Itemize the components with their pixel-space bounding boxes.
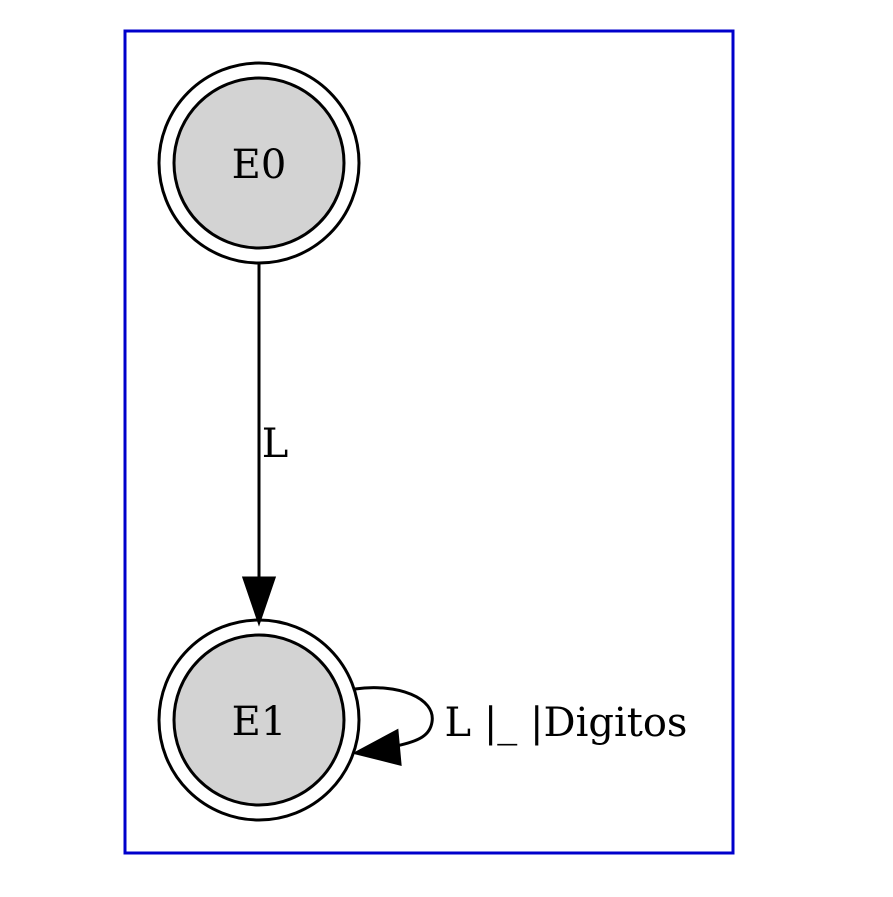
state-e0-label: E0 xyxy=(232,142,287,188)
state-node-e0: E0 xyxy=(157,61,361,265)
state-e1-inner-circle xyxy=(172,633,346,807)
transition-e1-e1-self-loop: L |_ |Digitos xyxy=(351,686,688,766)
state-e1-label: E1 xyxy=(232,699,287,745)
transition-e0-e1: L xyxy=(241,263,289,627)
transition-e1-e1-loop-path xyxy=(354,686,434,748)
transition-e0-e1-arrowhead xyxy=(241,576,277,627)
state-e0-inner-circle xyxy=(172,76,346,250)
transition-e0-e1-label: L xyxy=(262,421,289,467)
transition-e1-e1-label: L |_ |Digitos xyxy=(445,700,688,746)
state-node-e1: E1 xyxy=(157,618,361,822)
state-e1-outer-ring xyxy=(157,618,361,822)
cluster-box xyxy=(123,29,735,855)
transition-e1-e1-arrowhead xyxy=(351,728,402,766)
